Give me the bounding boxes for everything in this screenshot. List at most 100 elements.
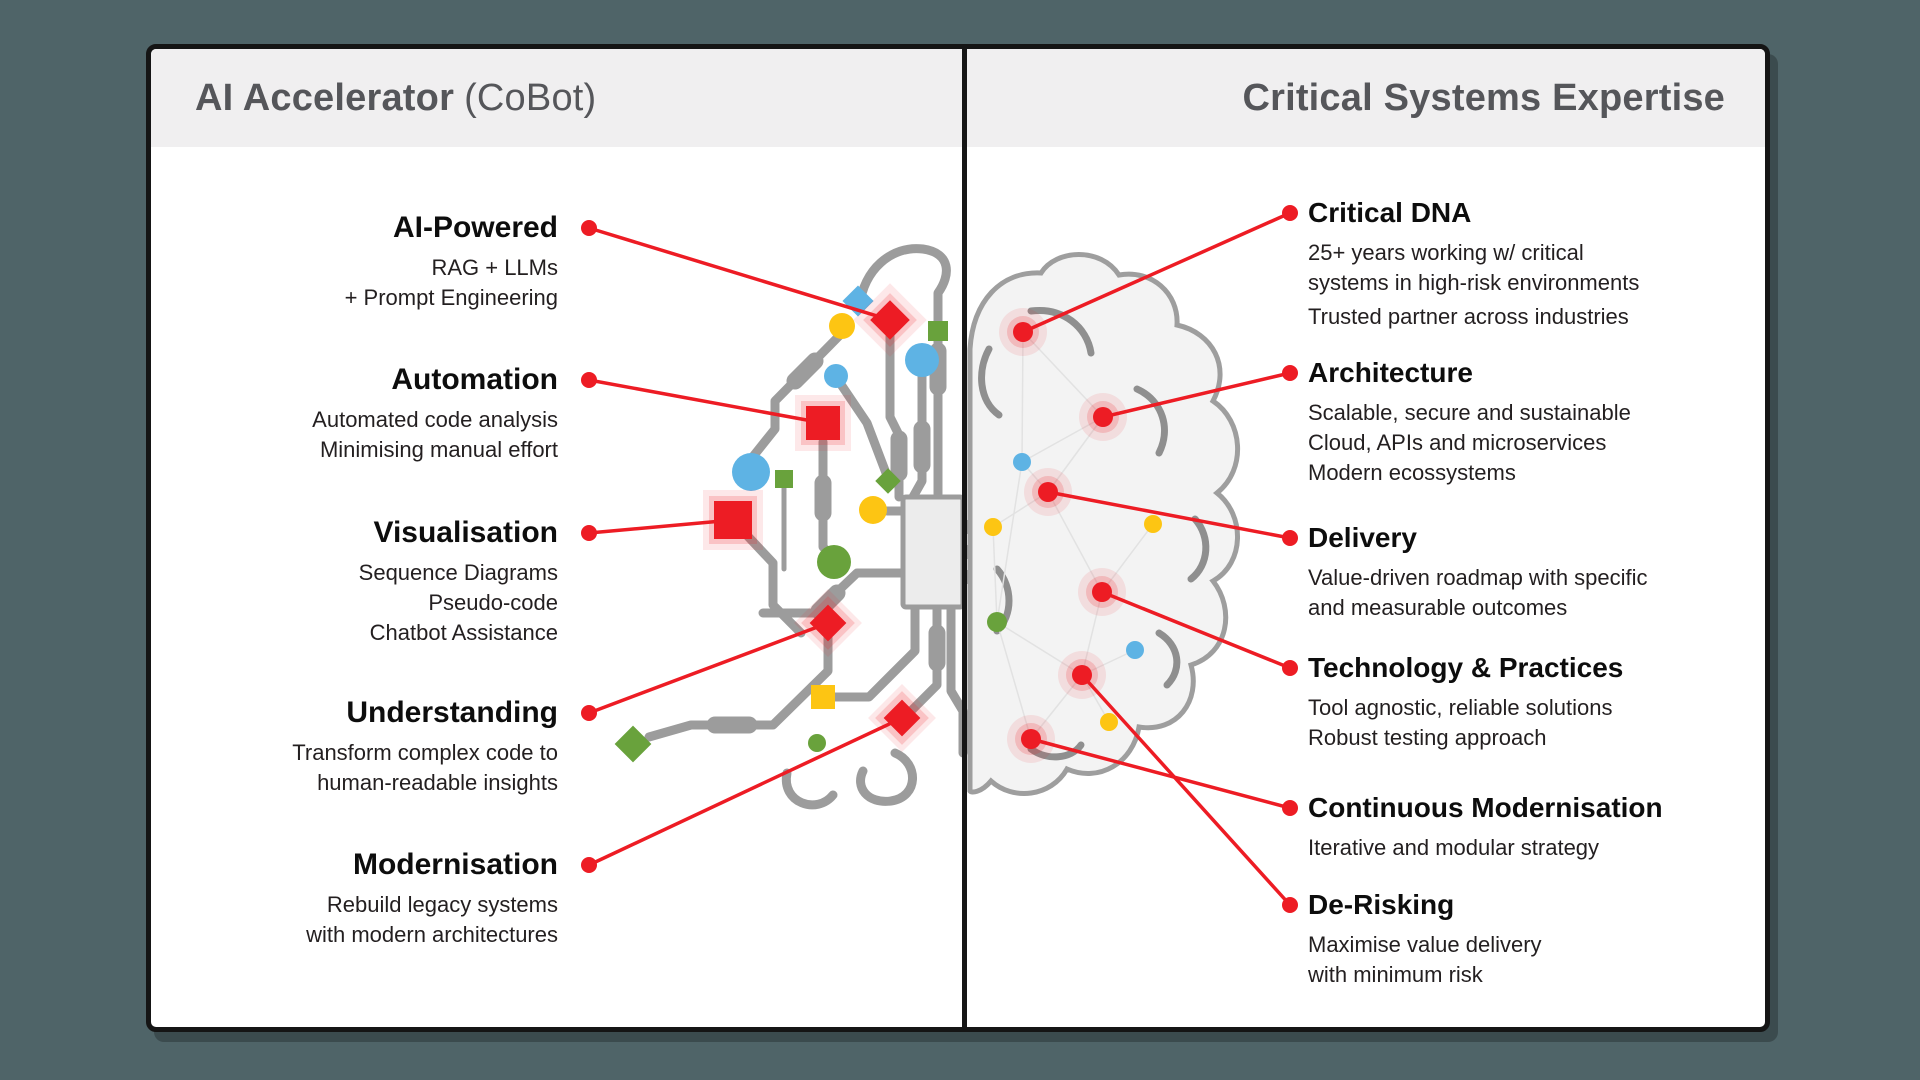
- red-diamond-node: [870, 300, 910, 340]
- brain-fold: [1027, 741, 1085, 761]
- card-inner: AI Accelerator (CoBot) Critical Systems …: [151, 49, 1765, 1027]
- callout-line: Trusted partner across industries: [1308, 304, 1629, 329]
- callout-dot: [1282, 800, 1298, 816]
- callout-line: Iterative and modular strategy: [1308, 835, 1600, 860]
- green-node: [808, 734, 826, 752]
- brain-fold: [1133, 385, 1168, 457]
- green-node: [817, 545, 851, 579]
- callout-line: Scalable, secure and sustainable: [1308, 400, 1631, 425]
- yellow-node: [859, 496, 887, 524]
- red-neuron-node: [1092, 582, 1112, 602]
- callout-technology-practices: Technology & Practices Tool agnostic, re…: [1308, 649, 1765, 753]
- callout-dot: [581, 705, 597, 721]
- green-square-node: [928, 321, 948, 341]
- callout-line: Pseudo-code: [428, 590, 558, 615]
- callout-dot: [1282, 365, 1298, 381]
- callout-heading: Architecture: [1308, 357, 1473, 388]
- callout-line: Minimising manual effort: [319, 437, 558, 462]
- callout-line: Tool agnostic, reliable solutions: [1308, 695, 1613, 720]
- organic-brain-right: [967, 252, 1240, 796]
- blue-node: [732, 453, 770, 491]
- callout-dot: [1282, 660, 1298, 676]
- brain-fold: [1027, 307, 1095, 357]
- left-panel-title: AI Accelerator (CoBot): [195, 49, 596, 147]
- red-diamond-node: [883, 699, 921, 737]
- red-neuron-node: [1072, 665, 1092, 685]
- callout-heading: Visualisation: [373, 516, 558, 549]
- brain-graphic: [581, 49, 1298, 1027]
- red-neuron-node: [1021, 729, 1041, 749]
- callout-heading: Automation: [391, 363, 558, 396]
- callout-line: Sequence Diagrams: [358, 560, 558, 585]
- yellow-node: [829, 313, 855, 339]
- callout-line: RAG + LLMs: [431, 255, 558, 280]
- yellow-dot: [984, 518, 1002, 536]
- red-neuron-node: [1038, 482, 1058, 502]
- callout-dot: [581, 857, 597, 873]
- callout-line: Modern ecossystems: [1308, 460, 1516, 485]
- brain-fold: [1187, 515, 1210, 583]
- yellow-square-node: [811, 685, 835, 709]
- callout-heading: Continuous Modernisation: [1308, 792, 1663, 823]
- green-square-node: [775, 470, 793, 488]
- callout-line: Rebuild legacy systems: [326, 892, 558, 917]
- blue-node: [905, 343, 939, 377]
- callout-heading: Technology & Practices: [1308, 652, 1624, 683]
- callout-dot: [581, 525, 597, 541]
- connector-lines: [581, 205, 1298, 913]
- callout-line: Robust testing approach: [1308, 725, 1547, 750]
- callout-line: Automated code analysis: [312, 407, 558, 432]
- callout-dot: [581, 220, 597, 236]
- header-band: [151, 49, 1765, 147]
- callout-critical-dna: Critical DNA 25+ years working w/ critic…: [1308, 194, 1765, 332]
- red-diamond-node: [809, 604, 847, 642]
- callout-ai-powered: AI-Powered RAG + LLMs + Prompt Engineeri…: [158, 209, 558, 313]
- blue-dot: [1126, 641, 1144, 659]
- callout-line: Chatbot Assistance: [369, 620, 558, 645]
- red-neuron-node: [1013, 322, 1033, 342]
- callout-heading: Understanding: [346, 696, 558, 729]
- callout-automation: Automation Automated code analysis Minim…: [158, 361, 558, 465]
- blue-node: [824, 364, 848, 388]
- callout-dot: [1282, 530, 1298, 546]
- callout-line: human-readable insights: [317, 770, 558, 795]
- callout-line: 25+ years working w/ critical: [1308, 240, 1584, 265]
- center-divider: [962, 49, 967, 1027]
- left-title-bold: AI Accelerator: [195, 76, 455, 119]
- left-title-suffix: (CoBot): [464, 76, 597, 119]
- callout-de-risking: De-Risking Maximise value delivery with …: [1308, 886, 1765, 990]
- callout-line: and measurable outcomes: [1308, 595, 1568, 620]
- callout-line: + Prompt Engineering: [344, 285, 558, 310]
- callout-modernisation: Modernisation Rebuild legacy systems wit…: [158, 846, 558, 950]
- yellow-dot: [1144, 515, 1162, 533]
- neural-web: [992, 331, 1154, 740]
- callout-line: Maximise value delivery: [1308, 932, 1542, 957]
- brain-fold: [1155, 629, 1181, 689]
- green-diamond-node: [875, 468, 901, 494]
- green-dot: [987, 612, 1007, 632]
- callout-understanding: Understanding Transform complex code to …: [158, 694, 558, 798]
- green-diamond-node: [614, 725, 652, 763]
- callout-line: Transform complex code to: [292, 740, 558, 765]
- callout-line: with minimum risk: [1308, 962, 1483, 987]
- red-square-node: [714, 501, 752, 539]
- yellow-dot: [1100, 713, 1118, 731]
- callout-dot: [1282, 205, 1298, 221]
- callout-heading: De-Risking: [1308, 889, 1455, 920]
- callout-heading: AI-Powered: [392, 211, 558, 244]
- brain-fold: [978, 345, 1003, 419]
- callout-delivery: Delivery Value-driven roadmap with speci…: [1308, 519, 1765, 623]
- right-panel-title: Critical Systems Expertise: [1242, 76, 1725, 119]
- callout-heading: Critical DNA: [1308, 197, 1472, 228]
- callout-continuous-modernisation: Continuous Modernisation Iterative and m…: [1308, 789, 1765, 863]
- callout-line: Cloud, APIs and microservices: [1308, 430, 1607, 455]
- red-neuron-node: [1093, 407, 1113, 427]
- callout-visualisation: Visualisation Sequence Diagrams Pseudo-c…: [158, 514, 558, 648]
- callout-architecture: Architecture Scalable, secure and sustai…: [1308, 354, 1765, 488]
- callout-line: Value-driven roadmap with specific: [1308, 565, 1648, 590]
- brain-outline: [967, 252, 1240, 796]
- red-target-nodes: [703, 283, 1127, 763]
- callout-dot: [581, 372, 597, 388]
- cpu-chip: [900, 494, 966, 610]
